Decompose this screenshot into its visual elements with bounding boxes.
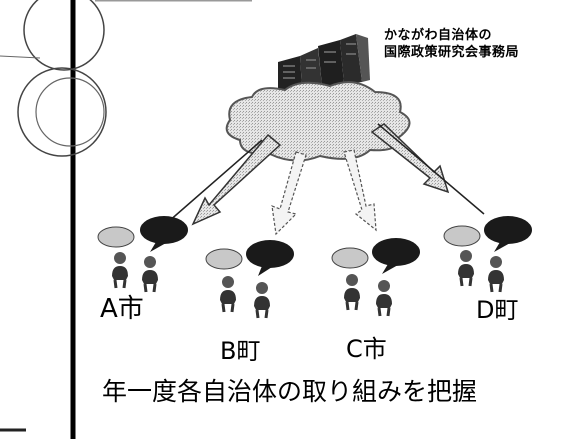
city-c-group [331,238,420,318]
speech-bubble-dark-icon [484,216,532,244]
arrow-to-b [271,151,307,236]
speech-bubble-light-icon [331,247,369,269]
arrow-to-a [167,133,282,226]
city-a-label: A市 [100,294,144,324]
slide-caption: 年一度各自治体の取り組みを把握 [102,377,478,406]
deco-circle-inner [35,77,105,147]
headquarters-label-line2: 国際政策研究会事務局 [384,45,520,60]
headquarters-label-line1: かながわ自治体の [384,28,493,43]
speech-bubble-dark-icon [140,216,188,244]
person-icon [374,278,394,318]
headquarters-buildings-icon [278,34,370,92]
person-icon [218,274,238,314]
deco-line-short [0,55,41,59]
left-border-decoration [0,0,252,439]
headquarters-label: かながわ自治体の 国際政策研究会事務局 [384,27,519,61]
person-icon [140,254,160,294]
person-icon [342,272,362,312]
arrow-to-d [370,123,485,215]
speech-bubble-dark-icon [372,238,420,266]
city-d-label: D町 [476,296,519,324]
speech-bubble-light-icon [205,248,243,270]
distribution-arrows [167,123,485,236]
deco-circle-top [23,0,105,71]
person-icon [456,248,476,288]
person-icon [110,250,130,290]
person-icon [486,254,506,294]
speech-bubble-dark-icon [246,240,294,268]
central-cloud-icon [225,81,411,162]
deco-circle-middle [17,67,107,157]
arrow-to-c [343,149,377,232]
person-icon [252,280,272,320]
city-c-label: C市 [346,335,387,363]
speech-bubble-light-icon [443,225,481,247]
city-a-group [97,216,188,294]
city-b-label: B町 [220,337,261,365]
city-d-group [443,216,532,294]
speech-bubble-light-icon [97,226,135,248]
city-b-group [205,240,294,320]
